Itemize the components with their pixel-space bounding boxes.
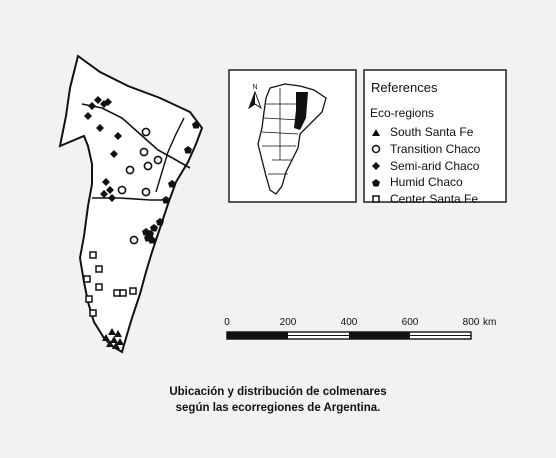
semi-arid-chaco-markers	[84, 96, 122, 202]
transition-chaco-marker	[153, 155, 163, 165]
transition-chaco-marker	[125, 165, 135, 175]
semi-arid-chaco-marker	[84, 112, 92, 120]
center-santa-fe-markers	[83, 251, 137, 317]
legend-triangle-icon	[372, 129, 380, 136]
region-boundary	[81, 103, 191, 169]
south-santa-fe-marker	[112, 342, 120, 349]
humid-chaco-marker	[142, 228, 150, 236]
transition-chaco-marker	[141, 127, 151, 137]
semi-arid-chaco-marker	[94, 96, 102, 104]
transition-chaco-markers	[117, 127, 163, 245]
south-santa-fe-markers	[102, 328, 124, 349]
semi-arid-chaco-marker	[110, 150, 118, 158]
legend-diamond-icon	[372, 162, 380, 170]
scale-tick-label: 0	[224, 317, 230, 328]
center-santa-fe-marker	[129, 287, 137, 295]
north-label: N	[252, 84, 257, 91]
center-santa-fe-marker	[95, 265, 103, 273]
humid-chaco-markers	[142, 121, 200, 244]
legend-item-south-santa-fe: South Santa Fe	[390, 125, 474, 139]
legend-circle-icon	[371, 144, 381, 154]
scale-unit-label: km	[483, 317, 496, 328]
scale-tick-label: 400	[341, 317, 358, 328]
scale-tick-label: 200	[280, 317, 297, 328]
center-santa-fe-marker	[89, 251, 97, 259]
region-boundary	[92, 197, 170, 201]
legend-title: References	[371, 80, 438, 95]
semi-arid-chaco-marker	[106, 186, 114, 194]
south-santa-fe-marker	[108, 328, 116, 335]
semi-arid-chaco-marker	[102, 178, 110, 186]
north-arrow-icon	[247, 90, 263, 110]
humid-chaco-marker	[156, 218, 164, 226]
south-santa-fe-marker	[110, 336, 118, 343]
argentina-provinces	[261, 88, 301, 175]
center-santa-fe-marker	[83, 275, 91, 283]
semi-arid-chaco-marker	[104, 98, 112, 106]
center-santa-fe-marker	[119, 289, 127, 297]
legend-subtitle: Eco-regions	[370, 106, 434, 120]
humid-chaco-marker	[168, 180, 176, 188]
semi-arid-chaco-marker	[100, 190, 108, 198]
semi-arid-chaco-marker	[88, 102, 96, 110]
humid-chaco-marker	[150, 224, 158, 232]
scale-tick-label: 800	[463, 317, 480, 328]
argentina-outline	[257, 83, 327, 195]
south-santa-fe-marker	[116, 338, 124, 345]
south-santa-fe-marker	[102, 334, 110, 341]
humid-chaco-marker	[184, 146, 192, 154]
transition-chaco-marker	[139, 147, 149, 157]
legend-item-humid-chaco: Humid Chaco	[390, 175, 463, 189]
south-santa-fe-marker	[114, 330, 122, 337]
legend-item-transition-chaco: Transition Chaco	[390, 142, 481, 156]
legend-square-icon	[372, 195, 380, 203]
scale-tick-label: 600	[402, 317, 419, 328]
legend-frame	[363, 69, 507, 203]
scale-bar	[226, 331, 472, 340]
humid-chaco-marker	[144, 234, 152, 242]
legend-item-semi-arid-chaco: Semi-arid Chaco	[390, 159, 480, 173]
santa-fe-highlight	[294, 92, 308, 130]
center-santa-fe-marker	[85, 295, 93, 303]
humid-chaco-marker	[162, 196, 170, 204]
caption-line-2: según las ecorregiones de Argentina.	[175, 402, 381, 414]
center-santa-fe-marker	[89, 309, 97, 317]
humid-chaco-marker	[192, 121, 200, 129]
semi-arid-chaco-marker	[96, 124, 104, 132]
transition-chaco-marker	[143, 161, 153, 171]
semi-arid-chaco-marker	[108, 194, 116, 202]
center-santa-fe-marker	[95, 283, 103, 291]
transition-chaco-marker	[141, 187, 151, 197]
caption-line-1: Ubicación y distribución de colmenares	[169, 386, 387, 398]
transition-chaco-marker	[129, 235, 139, 245]
legend-item-center-santa-fe: Center Santa Fe	[390, 192, 478, 206]
region-boundary	[155, 117, 185, 193]
province-outline	[58, 54, 204, 354]
semi-arid-chaco-marker	[114, 132, 122, 140]
transition-chaco-marker	[117, 185, 127, 195]
legend-pentagon-icon	[372, 179, 380, 187]
center-santa-fe-marker	[113, 289, 121, 297]
south-santa-fe-marker	[106, 340, 114, 347]
scale-bar-segment	[349, 332, 410, 339]
scale-bar-segment	[227, 332, 288, 339]
